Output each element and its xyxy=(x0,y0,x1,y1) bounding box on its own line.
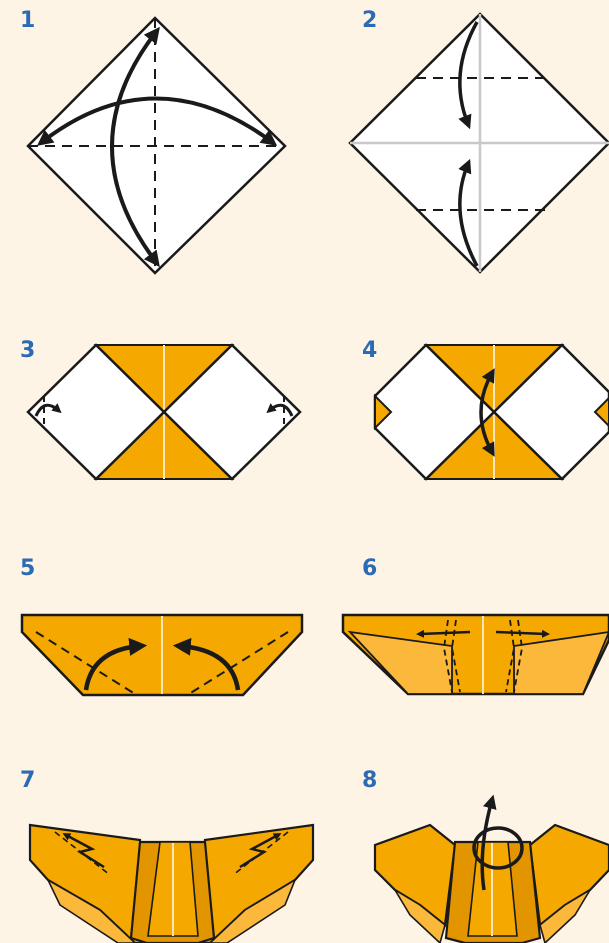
step-4-diagram xyxy=(375,345,609,479)
step-6-diagram xyxy=(343,615,609,694)
step-2-diagram xyxy=(350,14,609,272)
step-5-diagram xyxy=(22,615,302,695)
step-1-diagram xyxy=(28,18,285,273)
left-wing xyxy=(30,825,148,943)
step-7-diagram xyxy=(30,825,313,943)
step-3-diagram xyxy=(28,345,300,479)
step-8-diagram xyxy=(375,800,609,943)
